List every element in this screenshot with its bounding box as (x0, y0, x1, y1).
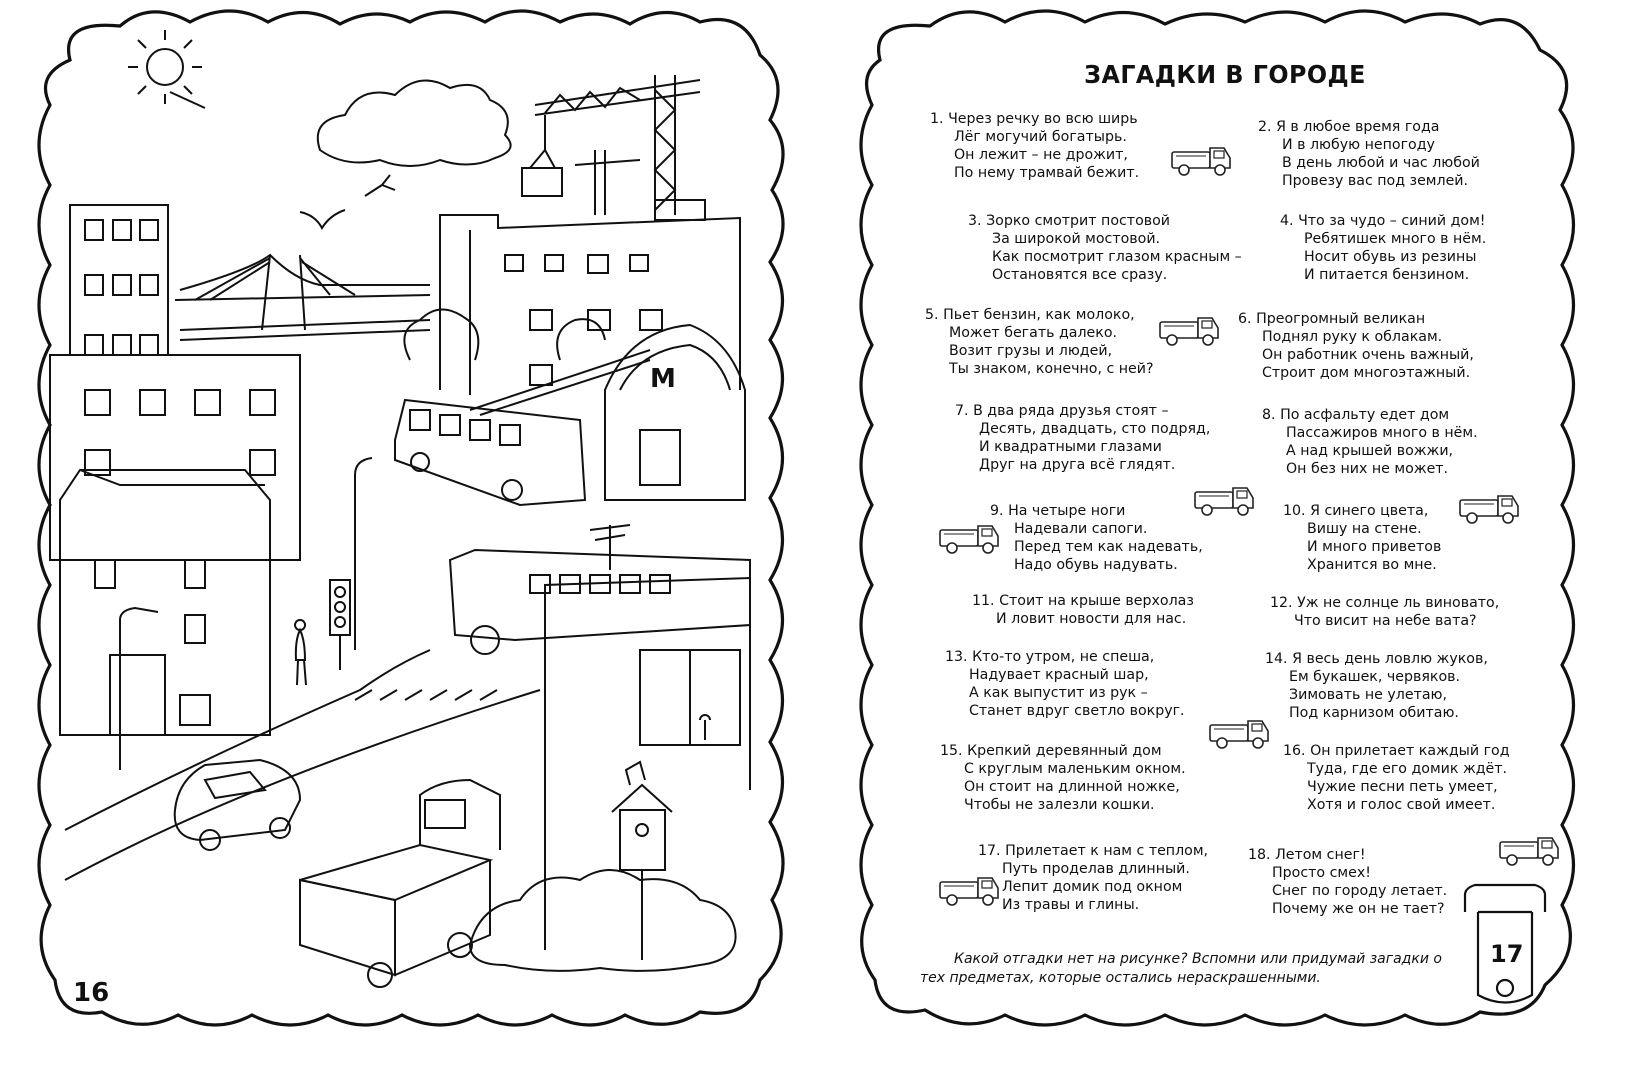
bird-icon (299, 209, 346, 231)
riddle-17: 17. Прилетает к нам с теплом, Путь проде… (978, 843, 1209, 913)
car (173, 758, 302, 851)
tv-antenna (589, 524, 631, 570)
riddle-6: 6. Преогромный великан Поднял руку к обл… (1238, 311, 1474, 381)
bush (468, 869, 737, 972)
traffic-light (329, 579, 351, 670)
building-back-left (69, 204, 169, 356)
metro-sign: М (650, 364, 676, 394)
sky-cloud (316, 79, 512, 167)
truck-icon (1459, 495, 1519, 524)
truck (299, 778, 501, 988)
house-front-left (59, 469, 271, 736)
metro-building: М (604, 323, 746, 501)
riddle-18: 18. Летом снег! Просто смех! Снег по гор… (1248, 847, 1448, 917)
cable-bridge (174, 253, 431, 341)
page-number-left: 16 (73, 978, 110, 1008)
pedestrian-crossing (354, 689, 498, 701)
riddle-15: 15. Крепкий деревянный дом С круглым мал… (940, 743, 1186, 813)
truck-icon (1194, 487, 1254, 516)
building-left-middle (49, 354, 301, 561)
riddle-12: 12. Уж не солнце ль виновато, Что висит … (1270, 595, 1500, 629)
birdhouse (611, 760, 673, 960)
riddle-10: 10. Я синего цвета, Вишу на стене. И мно… (1283, 503, 1442, 573)
building-center (439, 214, 741, 395)
truck-icon (1171, 147, 1231, 176)
trolleybus (394, 349, 651, 507)
footer-line-1: Какой отгадки нет на рисунке? Вспомни ил… (954, 951, 1442, 967)
riddle-4: 4. Что за чудо – синий дом! Ребятишек мн… (1280, 213, 1487, 283)
street-lamp (119, 606, 159, 770)
truck-icon (1499, 837, 1559, 866)
footer-question: Какой отгадки нет на рисунке? Вспомни ил… (920, 950, 1480, 988)
riddle-8: 8. По асфальту едет дом Пассажиров много… (1262, 407, 1478, 477)
tree (556, 318, 606, 361)
street-lamp (354, 457, 373, 650)
riddle-14: 14. Я весь день ловлю жуков, Ем букашек,… (1265, 651, 1488, 721)
road (64, 689, 541, 881)
traffic-light-icon (1463, 883, 1547, 1004)
riddle-5: 5. Пьет бензин, как молоко, Может бегать… (925, 307, 1154, 377)
tree (403, 308, 480, 361)
left-cloud-frame (37, 9, 785, 1027)
truck-icon (1159, 317, 1219, 346)
footer-line-2: тех предметах, которые остались нераскра… (920, 970, 1321, 986)
riddle-2: 2. Я в любое время года И в любую непого… (1258, 119, 1480, 189)
page-number-right: 17 (1490, 940, 1524, 968)
bird-icon (364, 174, 396, 197)
bus (448, 548, 751, 655)
city-illustration: М (49, 30, 751, 988)
riddle-3: 3. Зорко смотрит постовой За широкой мос… (968, 213, 1242, 283)
riddle-1: 1. Через речку во всю ширь Лёг могучий б… (930, 111, 1140, 181)
truck-icon (1209, 720, 1269, 749)
riddle-13: 13. Кто-то утром, не спеша, Надувает кра… (945, 649, 1185, 719)
road (64, 649, 431, 831)
right-cloud-frame (859, 9, 1576, 1027)
pedestrian (294, 619, 307, 686)
riddle-16: 16. Он прилетает каждый год Туда, где ег… (1283, 743, 1510, 813)
riddle-7: 7. В два ряда друзья стоят – Десять, два… (955, 403, 1211, 473)
page-title: ЗАГАДКИ В ГОРОДЕ (1084, 60, 1366, 89)
riddle-9: 9. На четыре ноги Надевали сапоги. Перед… (990, 503, 1203, 573)
tower-crane (521, 75, 706, 221)
riddle-11: 11. Стоит на крыше верхолаз И ловит ново… (972, 593, 1194, 627)
sun-icon (128, 30, 206, 109)
building-right-lower (544, 576, 751, 950)
